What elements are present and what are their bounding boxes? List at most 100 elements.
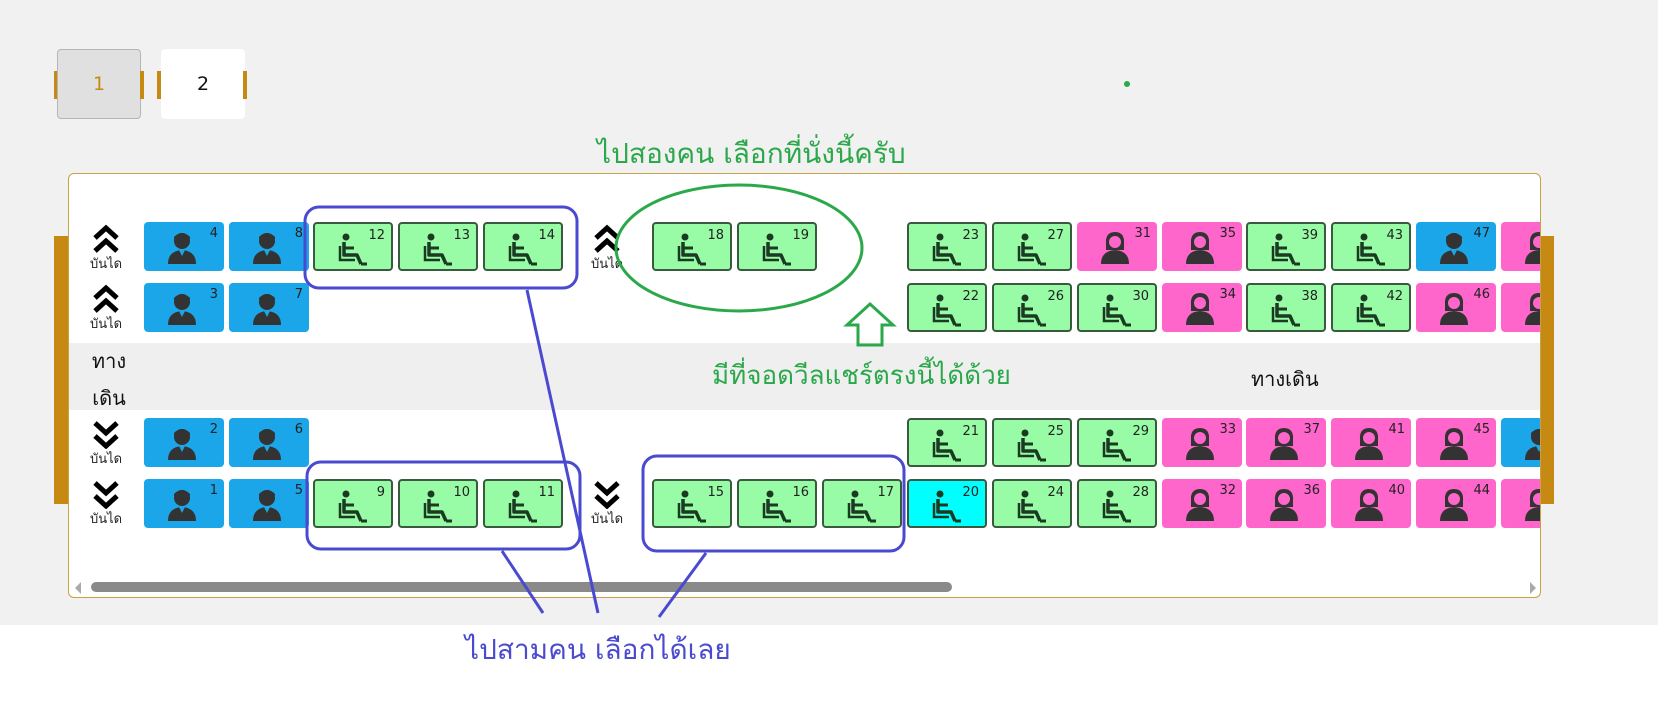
male-passenger-icon <box>253 429 281 460</box>
seat-40[interactable]: 40 <box>1331 479 1411 528</box>
seat-26[interactable]: 26 <box>992 283 1072 332</box>
seat-partial[interactable] <box>1501 479 1540 528</box>
seat-partial[interactable] <box>1501 283 1540 332</box>
seat-43[interactable]: 43 <box>1331 222 1411 271</box>
female-passenger-icon <box>1270 489 1298 521</box>
seat-47[interactable]: 47 <box>1416 222 1496 271</box>
stairs-up-icon <box>594 224 620 253</box>
wheelchair-seat-icon <box>932 233 961 266</box>
seat-31[interactable]: 31 <box>1077 222 1157 271</box>
seat-number: 43 <box>1386 228 1403 243</box>
wheelchair-seat-icon <box>677 490 706 523</box>
seat-37[interactable]: 37 <box>1246 418 1326 467</box>
seat-46[interactable]: 46 <box>1416 283 1496 332</box>
seat-number: 21 <box>962 424 979 439</box>
seat-28[interactable]: 28 <box>1077 479 1157 528</box>
seat-15[interactable]: 15 <box>652 479 732 528</box>
seat-partial[interactable] <box>1501 222 1540 271</box>
seat-39[interactable]: 39 <box>1246 222 1326 271</box>
wheelchair-seat-icon <box>1271 294 1300 327</box>
seat-14[interactable]: 14 <box>483 222 563 271</box>
seat-5[interactable]: 5 <box>229 479 309 528</box>
stairs-label: บันได <box>89 512 123 527</box>
seat-number: 19 <box>792 228 809 243</box>
seat-partial[interactable] <box>1501 418 1540 467</box>
seat-number: 30 <box>1132 289 1149 304</box>
seat-7[interactable]: 7 <box>229 283 309 332</box>
seat-30[interactable]: 30 <box>1077 283 1157 332</box>
seat-44[interactable]: 44 <box>1416 479 1496 528</box>
wheelchair-seat-icon <box>1356 233 1385 266</box>
seat-number: 38 <box>1301 289 1318 304</box>
seat-10[interactable]: 10 <box>398 479 478 528</box>
stairs-label: บันได <box>89 257 123 272</box>
seat-6[interactable]: 6 <box>229 418 309 467</box>
scroll-left-arrow-icon[interactable] <box>75 582 81 594</box>
wheelchair-seat-icon <box>932 294 961 327</box>
seat-number: 8 <box>294 226 303 241</box>
seat-number: 23 <box>962 228 979 243</box>
seat-9[interactable]: 9 <box>313 479 393 528</box>
tab-coach-1[interactable]: 1 <box>57 49 141 119</box>
seat-number: 4 <box>209 226 218 241</box>
seat-number: 35 <box>1219 226 1236 241</box>
seat-16[interactable]: 16 <box>737 479 817 528</box>
seat-11[interactable]: 11 <box>483 479 563 528</box>
seat-24[interactable]: 24 <box>992 479 1072 528</box>
tab-coach-2[interactable]: 2 <box>161 49 245 119</box>
seat-38[interactable]: 38 <box>1246 283 1326 332</box>
stairs-down-icon <box>93 481 119 509</box>
seat-23[interactable]: 23 <box>907 222 987 271</box>
wheelchair-seat-icon <box>847 490 876 523</box>
stairs-down-indicator: บันได <box>86 419 126 469</box>
seat-22[interactable]: 22 <box>907 283 987 332</box>
green-dot <box>1124 81 1130 87</box>
seat-1[interactable]: 1 <box>144 479 224 528</box>
seat-36[interactable]: 36 <box>1246 479 1326 528</box>
seat-18[interactable]: 18 <box>652 222 732 271</box>
female-passenger-icon <box>1440 489 1468 521</box>
seat-number: 42 <box>1386 289 1403 304</box>
female-passenger-icon <box>1186 232 1214 264</box>
scroll-thumb[interactable] <box>91 582 952 592</box>
seat-3[interactable]: 3 <box>144 283 224 332</box>
horizontal-scrollbar[interactable] <box>69 576 1540 597</box>
seat-2[interactable]: 2 <box>144 418 224 467</box>
seat-number: 31 <box>1134 226 1151 241</box>
seat-number: 12 <box>368 228 385 243</box>
seat-29[interactable]: 29 <box>1077 418 1157 467</box>
male-passenger-icon <box>168 294 196 325</box>
seat-number: 26 <box>1047 289 1064 304</box>
seat-17[interactable]: 17 <box>822 479 902 528</box>
seat-number: 41 <box>1388 422 1405 437</box>
seat-19[interactable]: 19 <box>737 222 817 271</box>
female-passenger-icon <box>1101 232 1129 264</box>
stairs-label: บันได <box>590 257 624 272</box>
seat-13[interactable]: 13 <box>398 222 478 271</box>
seat-number: 17 <box>877 485 894 500</box>
seat-number: 16 <box>792 485 809 500</box>
wheelchair-seat-icon <box>932 429 961 462</box>
seat-34[interactable]: 34 <box>1162 283 1242 332</box>
seat-number: 7 <box>294 287 303 302</box>
stairs-up-icon <box>93 224 119 253</box>
stairs-down-icon <box>93 421 119 449</box>
seat-4[interactable]: 4 <box>144 222 224 271</box>
scroll-right-arrow-icon[interactable] <box>1530 582 1536 594</box>
seat-35[interactable]: 35 <box>1162 222 1242 271</box>
stairs-label: บันได <box>89 317 123 332</box>
seat-32[interactable]: 32 <box>1162 479 1242 528</box>
seat-33[interactable]: 33 <box>1162 418 1242 467</box>
wheelchair-seat-icon <box>1356 294 1385 327</box>
seat-20[interactable]: 20 <box>907 479 987 528</box>
seat-21[interactable]: 21 <box>907 418 987 467</box>
seat-25[interactable]: 25 <box>992 418 1072 467</box>
seat-45[interactable]: 45 <box>1416 418 1496 467</box>
seat-27[interactable]: 27 <box>992 222 1072 271</box>
seat-8[interactable]: 8 <box>229 222 309 271</box>
female-passenger-icon <box>1525 293 1540 325</box>
seat-42[interactable]: 42 <box>1331 283 1411 332</box>
male-passenger-icon <box>168 490 196 521</box>
seat-41[interactable]: 41 <box>1331 418 1411 467</box>
seat-12[interactable]: 12 <box>313 222 393 271</box>
